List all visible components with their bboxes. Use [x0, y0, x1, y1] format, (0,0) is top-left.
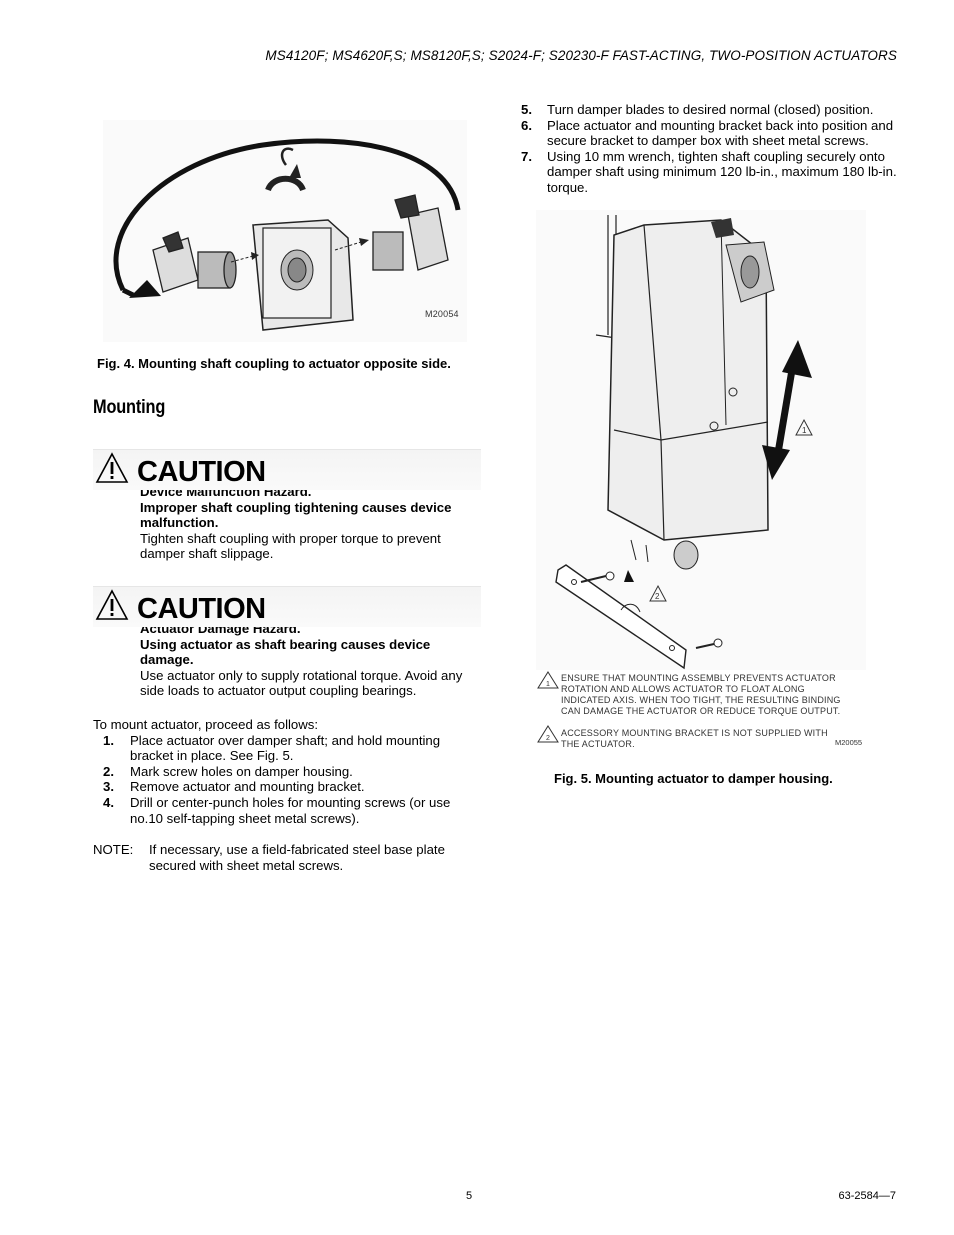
caution-block-2: CAUTION Actuator Damage Hazard. Using ac…: [93, 585, 483, 699]
caution-cause: Improper shaft coupling tightening cause…: [140, 499, 452, 531]
section-title: Mounting: [93, 397, 166, 418]
fig5-note2-line1: ACCESSORY MOUNTING BRACKET IS NOT SUPPLI…: [561, 728, 828, 738]
document-number: 63-2584—7: [838, 1190, 897, 1202]
fig5-note1-line3: INDICATED AXIS. WHEN TOO TIGHT, THE RESU…: [561, 695, 841, 705]
figure-4: M20054: [103, 120, 467, 342]
fig5-note1-line1: ENSURE THAT MOUNTING ASSEMBLY PREVENTS A…: [561, 673, 836, 683]
callout-2-label: 2: [655, 592, 660, 601]
caution-header: CAUTION: [93, 449, 481, 490]
page-number: 5: [466, 1190, 473, 1202]
caution-cause: Using actuator as shaft bearing causes d…: [140, 636, 431, 668]
fig5-code: M20055: [835, 738, 862, 747]
shaft-coupling-illustration: M20054: [103, 120, 467, 342]
warning-triangle-icon: [95, 589, 129, 620]
list-item: 3.Remove actuator and mounting bracket.: [103, 779, 365, 795]
list-item: 7.Using 10 mm wrench, tighten shaft coup…: [521, 148, 897, 195]
left-column: M20054 Fig. 4. Mounting shaft coupling t…: [93, 110, 483, 873]
warning-triangle-icon: [95, 452, 129, 483]
caution-text: Use actuator only to supply rotational t…: [140, 667, 463, 699]
caution-header: CAUTION: [93, 585, 481, 627]
fig4-caption: Fig. 4. Mounting shaft coupling to actua…: [97, 356, 451, 371]
callout-1-label: 1: [802, 426, 807, 435]
list-item: 2.Mark screw holes on damper housing.: [103, 763, 353, 779]
fig5-note2-line2: THE ACTUATOR.: [561, 739, 635, 749]
note-label: NOTE:: [93, 842, 134, 858]
list-item: 1.Place actuator over damper shaft; and …: [103, 732, 441, 764]
list-item: 4.Drill or center-punch holes for mounti…: [103, 794, 451, 826]
list-item: 5.Turn damper blades to desired normal (…: [521, 102, 874, 117]
actuator-mounting-illustration: 1 2 1 ENSURE THAT MOUNTING ASSEMBLY PREV…: [536, 209, 866, 749]
fig5-note1-line4: CAN DAMAGE THE ACTUATOR OR REDUCE TORQUE…: [561, 706, 840, 716]
list-item: 6.Place actuator and mounting bracket ba…: [521, 117, 894, 149]
running-header: MS4120F; MS4620F,S; MS8120F,S; S2024-F; …: [265, 48, 897, 63]
caution-word: CAUTION: [137, 456, 266, 488]
right-column: 5.Turn damper blades to desired normal (…: [520, 102, 905, 786]
fig5-caption: Fig. 5. Mounting actuator to damper hous…: [554, 770, 833, 786]
figure-5: 1 2 1 ENSURE THAT MOUNTING ASSEMBLY PREV…: [536, 209, 866, 755]
caution-text: Tighten shaft coupling with proper torqu…: [140, 530, 441, 562]
steps-list-right: 5.Turn damper blades to desired normal (…: [520, 102, 905, 196]
fig4-code: M20054: [425, 309, 459, 319]
steps-list-left: 1.Place actuator over damper shaft; and …: [93, 733, 483, 827]
note: NOTE: If necessary, use a field-fabricat…: [93, 842, 483, 873]
fig5-note1-line2: ROTATION AND ALLOWS ACTUATOR TO FLOAT AL…: [561, 684, 805, 694]
caution-word: CAUTION: [137, 592, 266, 625]
note2-marker: 2: [546, 735, 550, 742]
note1-marker: 1: [546, 681, 550, 688]
caution-block-1: CAUTION Device Malfunction Hazard. Impro…: [93, 449, 483, 562]
note-text: If necessary, use a field-fabricated ste…: [149, 842, 445, 873]
procedure-intro: To mount actuator, proceed as follows:: [93, 716, 319, 732]
